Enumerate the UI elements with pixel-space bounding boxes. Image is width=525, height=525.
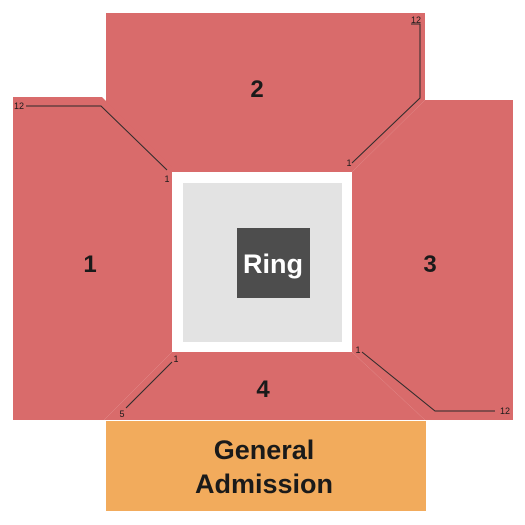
section-2-row-first: 12: [411, 15, 421, 25]
section-4-row-last: 5: [119, 409, 124, 419]
section-2-row-line: [351, 23, 421, 164]
section-2-row-last: 1: [346, 158, 351, 168]
section-4-row-first: 1: [173, 354, 178, 364]
section-3-label: 3: [423, 251, 436, 278]
section-3-row-last: 12: [500, 406, 510, 416]
ring-label: Ring: [243, 249, 303, 279]
section-4-row-line: [125, 361, 173, 409]
section-1-label: 1: [83, 251, 96, 278]
section-1-row-line: [26, 105, 168, 171]
general-admission-label-line1: General: [214, 435, 315, 465]
general-admission-label-line2: Admission: [195, 469, 333, 499]
section-2-label: 2: [250, 76, 263, 103]
section-3-row-first: 1: [355, 345, 360, 355]
section-4[interactable]: [104, 352, 425, 420]
section-1-row-first: 12: [14, 101, 24, 111]
general-admission-section[interactable]: [106, 421, 426, 511]
section-1-row-last: 1: [164, 174, 169, 184]
section-4-label: 4: [256, 376, 270, 403]
ring-label-box: [237, 228, 310, 298]
section-2[interactable]: [106, 13, 425, 172]
section-3[interactable]: [352, 100, 513, 420]
section-1[interactable]: [13, 97, 172, 420]
section-3-row-line: [361, 351, 495, 412]
